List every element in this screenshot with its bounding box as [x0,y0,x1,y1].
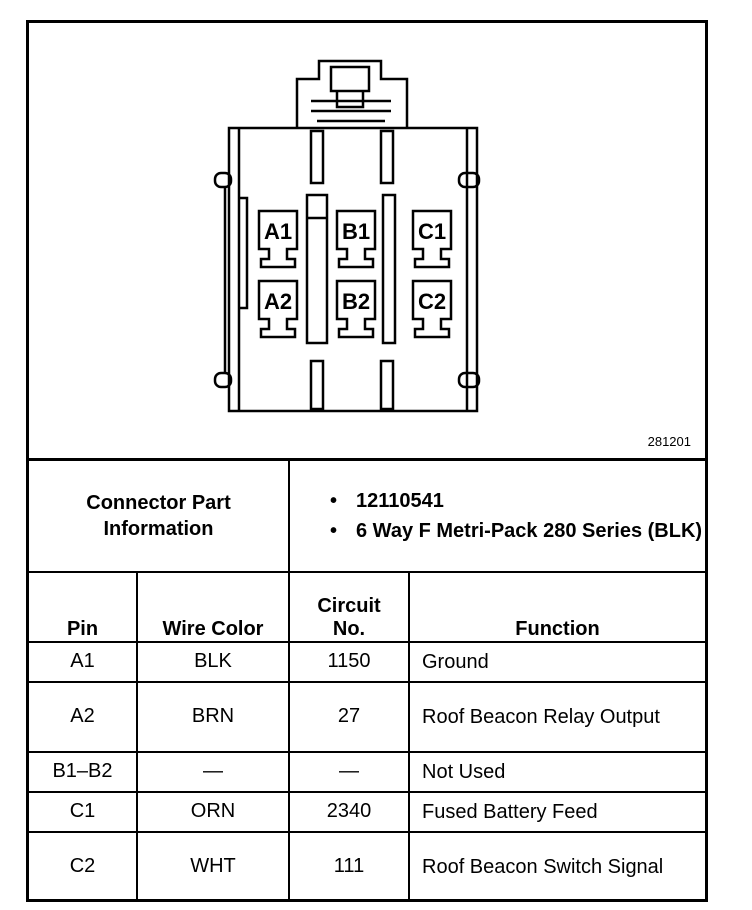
cavity-label: A2 [264,289,292,314]
cavity-label: C1 [418,219,446,244]
cavity-label: A1 [264,219,292,244]
connector-part-heading: Connector Part Information [29,458,290,573]
connector-description: 6 Way F Metri-Pack 280 Series (BLK) [330,518,705,544]
diagram-number: 281201 [647,434,691,449]
cavity-label: B2 [342,289,370,314]
header-pin: Pin [29,570,138,643]
connector-face-drawing: A1 B1 C1 A2 B2 C2 [213,59,481,413]
header-wire-color: Wire Color [136,570,290,643]
table-row: A1 BLK 1150 Ground [29,640,705,683]
table-row: C2 WHT 111 Roof Beacon Switch Signal [29,830,705,901]
table-row: C1 ORN 2340 Fused Battery Feed [29,790,705,833]
connector-figure: A1 B1 C1 A2 B2 C2 281201 [29,23,705,458]
table-row: B1–B2 — — Not Used [29,750,705,793]
connector-part-info: 12110541 6 Way F Metri-Pack 280 Series (… [288,458,705,573]
header-circuit-no: Circuit No. [288,570,410,643]
diagram-frame: A1 B1 C1 A2 B2 C2 281201 Connector Part … [26,20,708,902]
pinout-table: Connector Part Information 12110541 6 Wa… [29,458,705,901]
header-function: Function [408,570,705,643]
cavity-label: C2 [418,289,446,314]
table-row: A2 BRN 27 Roof Beacon Relay Output [29,680,705,753]
cavity-label: B1 [342,219,370,244]
part-number: 12110541 [330,488,705,514]
